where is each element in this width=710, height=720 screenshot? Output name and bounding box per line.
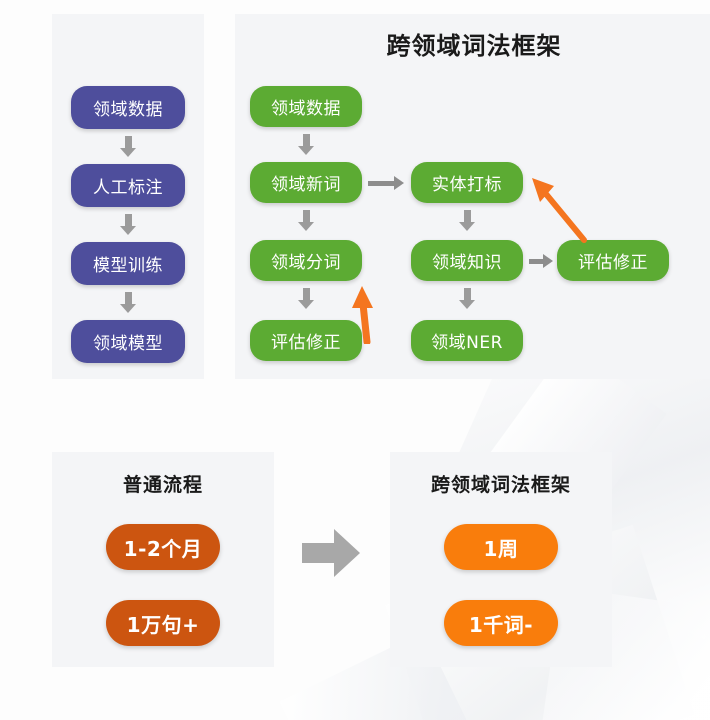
arrow-down-icon xyxy=(459,210,475,231)
improved-title: 跨领域词法框架 xyxy=(430,474,571,496)
node-eval-correction-entity[interactable]: 评估修正 xyxy=(557,240,669,281)
arrow-down-icon xyxy=(120,292,136,313)
improved-chip-duration[interactable]: 1周 xyxy=(444,524,558,570)
baseline-chip-duration[interactable]: 1-2个月 xyxy=(106,524,220,570)
baseline-chip-volume[interactable]: 1万句+ xyxy=(106,600,220,646)
node-label: 领域分词 xyxy=(271,253,341,273)
node-label: 模型训练 xyxy=(93,256,163,276)
node-domain-knowledge[interactable]: 领域知识 xyxy=(411,240,523,281)
node-label: 领域数据 xyxy=(93,100,163,120)
node-legacy-domain-model[interactable]: 领域模型 xyxy=(71,320,185,363)
node-legacy-domain-data[interactable]: 领域数据 xyxy=(71,86,185,129)
node-label: 领域NER xyxy=(431,333,503,353)
node-domain-ner[interactable]: 领域NER xyxy=(411,320,523,361)
node-label: 人工标注 xyxy=(93,178,163,198)
node-label: 评估修正 xyxy=(578,253,648,273)
arrow-down-icon xyxy=(298,288,314,309)
feedback-arrow-entity-icon xyxy=(532,178,587,243)
node-label: 实体打标 xyxy=(432,175,502,195)
page-title: 跨领域词法框架 xyxy=(386,32,562,60)
chip-label: 1-2个月 xyxy=(123,536,203,561)
node-label: 评估修正 xyxy=(271,333,341,353)
node-label: 领域模型 xyxy=(93,334,163,354)
baseline-title: 普通流程 xyxy=(122,474,203,496)
arrow-down-icon xyxy=(298,134,314,155)
node-domain-new-words[interactable]: 领域新词 xyxy=(250,162,362,203)
feedback-arrow-segmentation-icon xyxy=(352,286,373,344)
node-label: 领域知识 xyxy=(432,253,502,273)
arrow-right-icon xyxy=(529,254,553,268)
node-domain-data[interactable]: 领域数据 xyxy=(250,86,362,127)
node-label: 领域新词 xyxy=(271,175,341,195)
chip-label: 1万句+ xyxy=(126,612,200,637)
chip-label: 1千词- xyxy=(468,612,534,637)
node-entity-tagging[interactable]: 实体打标 xyxy=(411,162,523,203)
arrow-down-icon xyxy=(120,214,136,235)
arrow-down-icon xyxy=(120,136,136,157)
node-legacy-manual-annotation[interactable]: 人工标注 xyxy=(71,164,185,207)
node-label: 领域数据 xyxy=(271,99,341,119)
arrow-right-icon xyxy=(368,176,404,190)
node-legacy-model-training[interactable]: 模型训练 xyxy=(71,242,185,285)
arrow-down-icon xyxy=(298,210,314,231)
arrow-down-icon xyxy=(459,288,475,309)
improved-chip-volume[interactable]: 1千词- xyxy=(444,600,558,646)
right-block-arrow-icon xyxy=(302,529,360,577)
node-domain-segmentation[interactable]: 领域分词 xyxy=(250,240,362,281)
node-eval-correction-segmentation[interactable]: 评估修正 xyxy=(250,320,362,361)
chip-label: 1周 xyxy=(483,536,519,561)
